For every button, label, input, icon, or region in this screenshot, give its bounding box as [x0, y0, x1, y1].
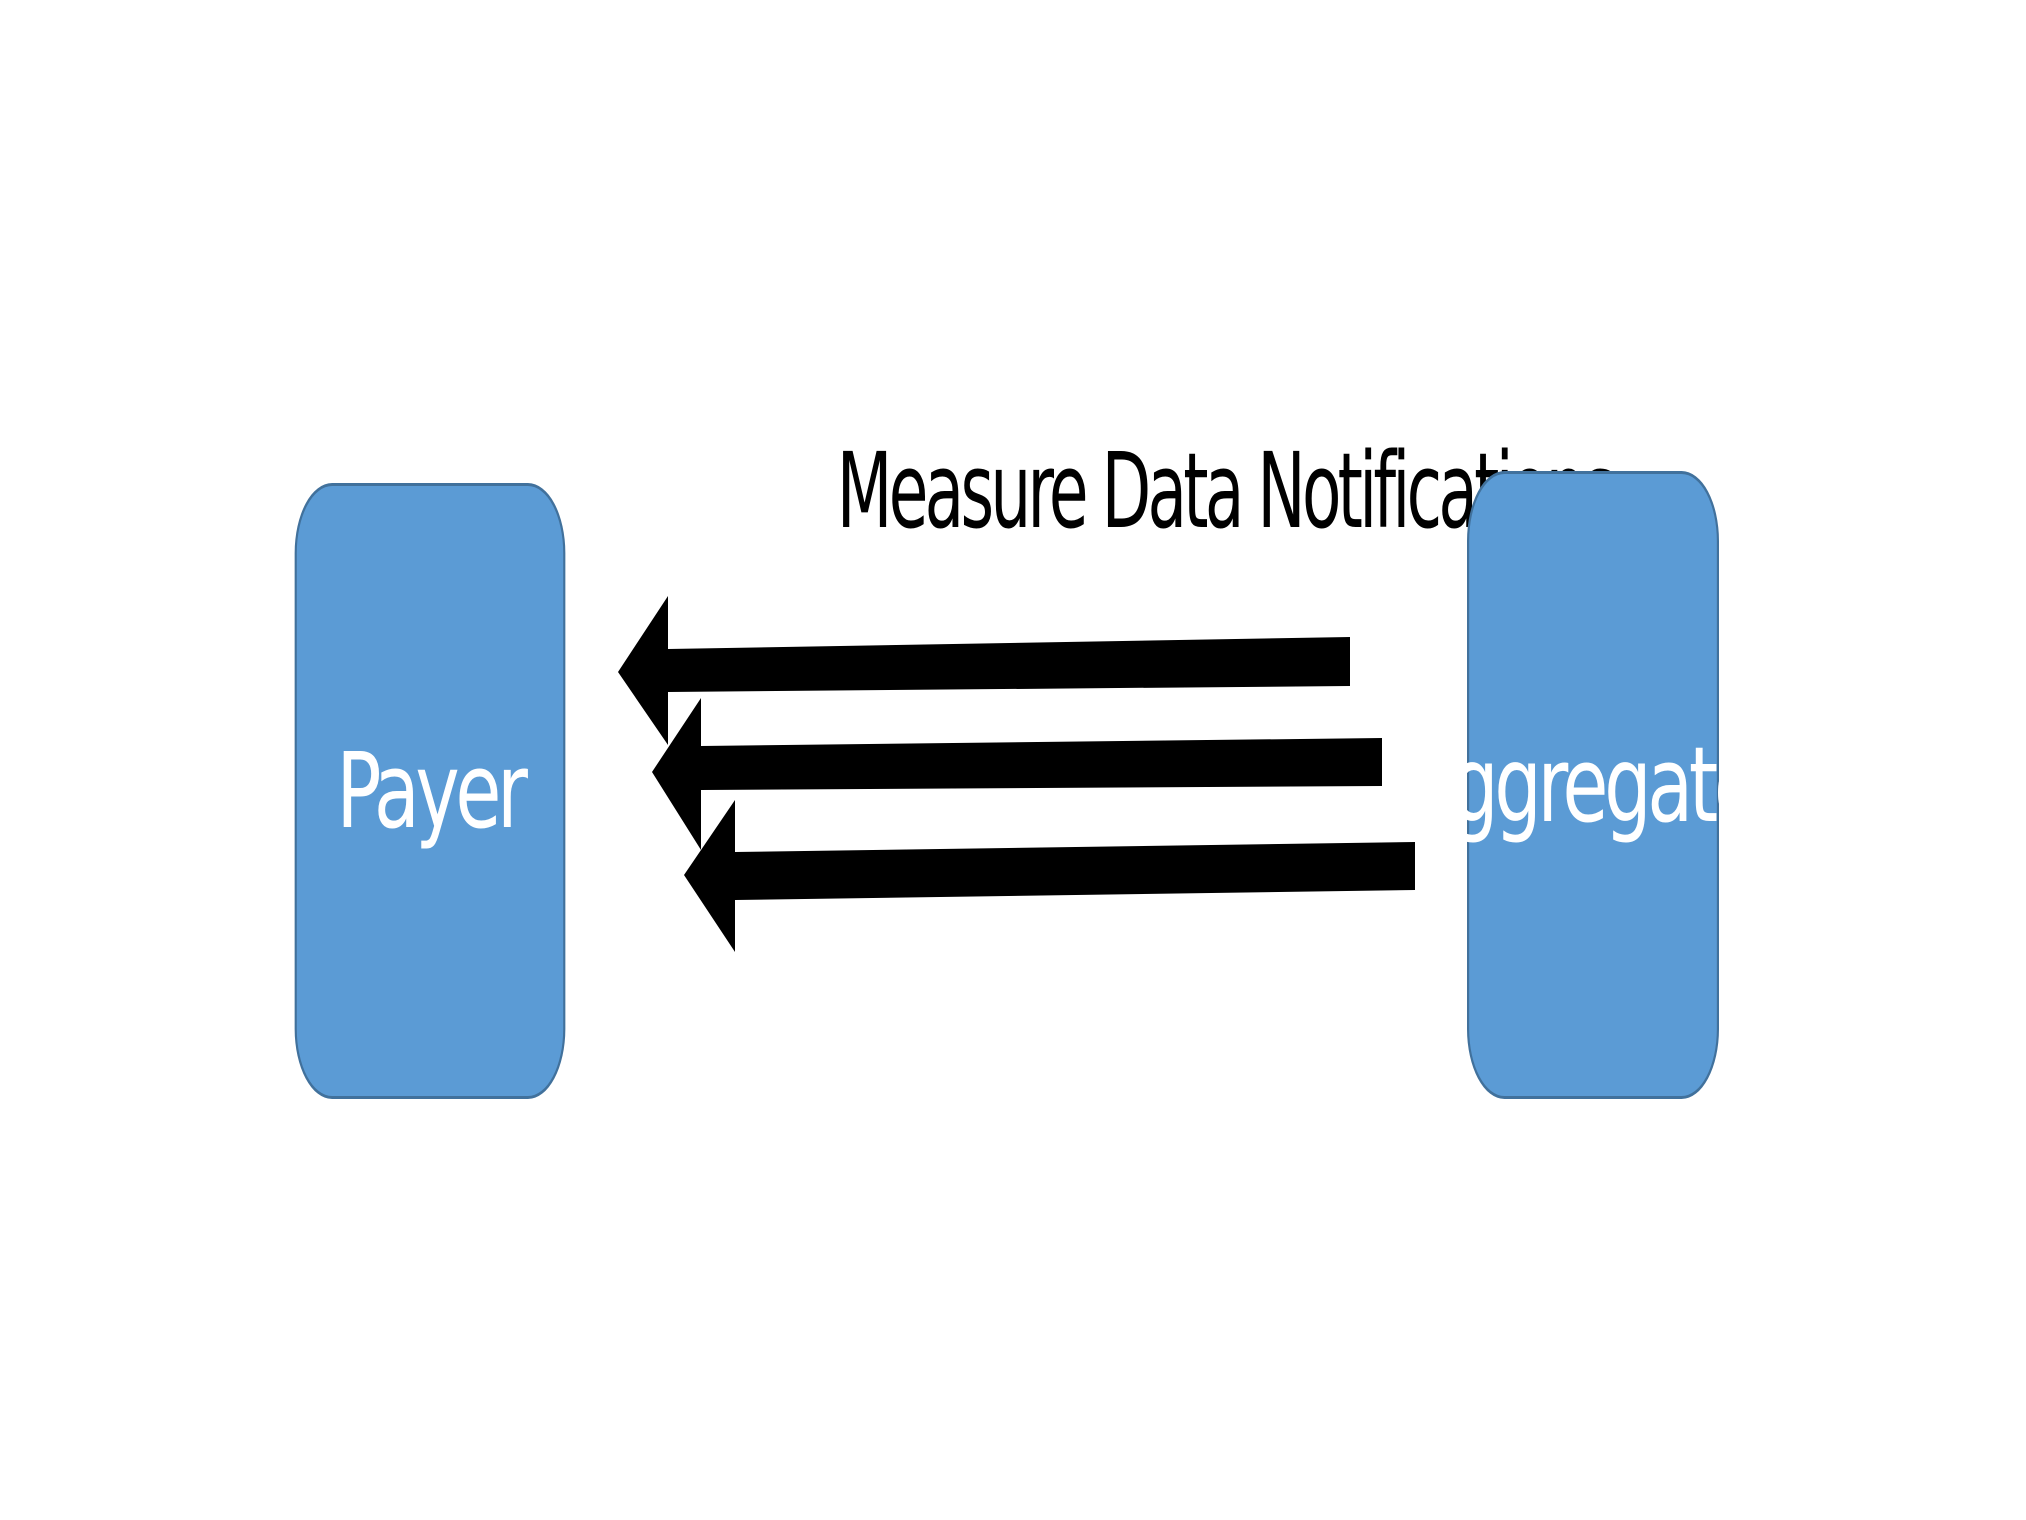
- payer-node-label: Payer: [336, 730, 528, 852]
- arrow-3: [684, 800, 1415, 952]
- payer-node: Payer: [294, 483, 566, 1099]
- arrow-2: [652, 698, 1382, 850]
- aggregator-node: Aggregator: [1404, 471, 1786, 1099]
- arrow-1: [618, 596, 1350, 745]
- aggregator-node-label: Aggregator: [1404, 724, 1786, 846]
